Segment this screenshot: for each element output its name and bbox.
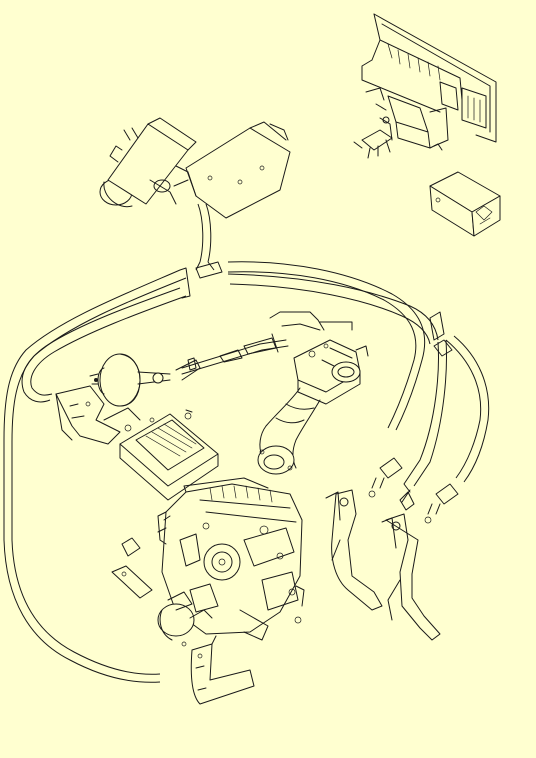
lower-actuator <box>111 537 213 647</box>
long-vacuum-hose <box>3 203 223 683</box>
brake-switch <box>368 457 411 503</box>
control-module <box>429 171 501 237</box>
control-cable <box>181 333 289 375</box>
lower-bracket <box>190 635 255 705</box>
engine-block <box>157 477 305 641</box>
right-cable-hose <box>227 261 490 487</box>
clutch-pedal <box>381 513 441 641</box>
throttle-body <box>269 311 369 405</box>
clutch-switch <box>399 483 459 524</box>
air-cleaner-cover <box>119 409 219 501</box>
throttle-linkage-bracket <box>55 385 141 445</box>
intake-duct <box>257 387 321 475</box>
vacuum-diaphragm <box>89 353 201 407</box>
servo-motor <box>99 117 197 208</box>
dash-panel-assembly <box>353 13 497 159</box>
brake-pedal <box>325 489 383 611</box>
motor-bracket <box>173 121 291 219</box>
